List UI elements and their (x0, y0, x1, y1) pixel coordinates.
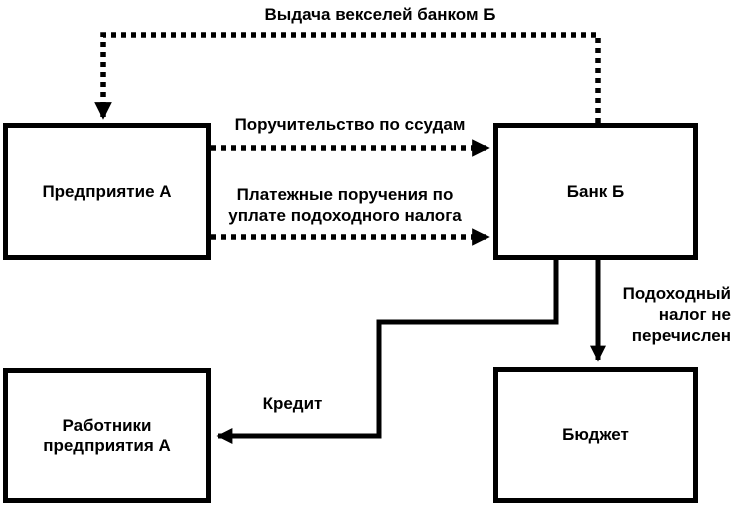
income-tax-label-line: налог не (658, 305, 731, 324)
bank-b-label: Банк Б (566, 181, 625, 201)
credit-label: Кредит (262, 394, 323, 413)
payment-orders-label-line: Платежные поручения по (236, 185, 454, 204)
budget-node: Бюджет (493, 367, 698, 503)
income-tax-label-line: Подоходный (622, 284, 731, 303)
loan-guarantee-label: Поручительство по ссудам (234, 115, 466, 134)
payment-orders-label: Платежные поручения по уплате подоходног… (195, 184, 495, 226)
workers-node: Работники предприятия А (3, 368, 211, 503)
workers-label: Работники предприятия А (43, 416, 171, 456)
bank-b-node: Банк Б (493, 123, 698, 260)
bills-issue-label: Выдача векселей банком Б (264, 5, 496, 24)
payment-orders-label-line: уплате подоходного налога (228, 206, 462, 225)
enterprise-a-node: Предприятие А (3, 123, 211, 260)
edge-bills-issue (94, 32, 601, 123)
budget-label: Бюджет (562, 425, 629, 444)
workers-label-line: Работники (62, 415, 152, 435)
workers-label-line: предприятия А (43, 435, 171, 455)
income-tax-label: Подоходный налог не перечислен (595, 283, 731, 346)
income-tax-label-line: перечислен (631, 326, 731, 345)
enterprise-a-label: Предприятие А (42, 181, 172, 201)
edge-credit (216, 260, 559, 445)
